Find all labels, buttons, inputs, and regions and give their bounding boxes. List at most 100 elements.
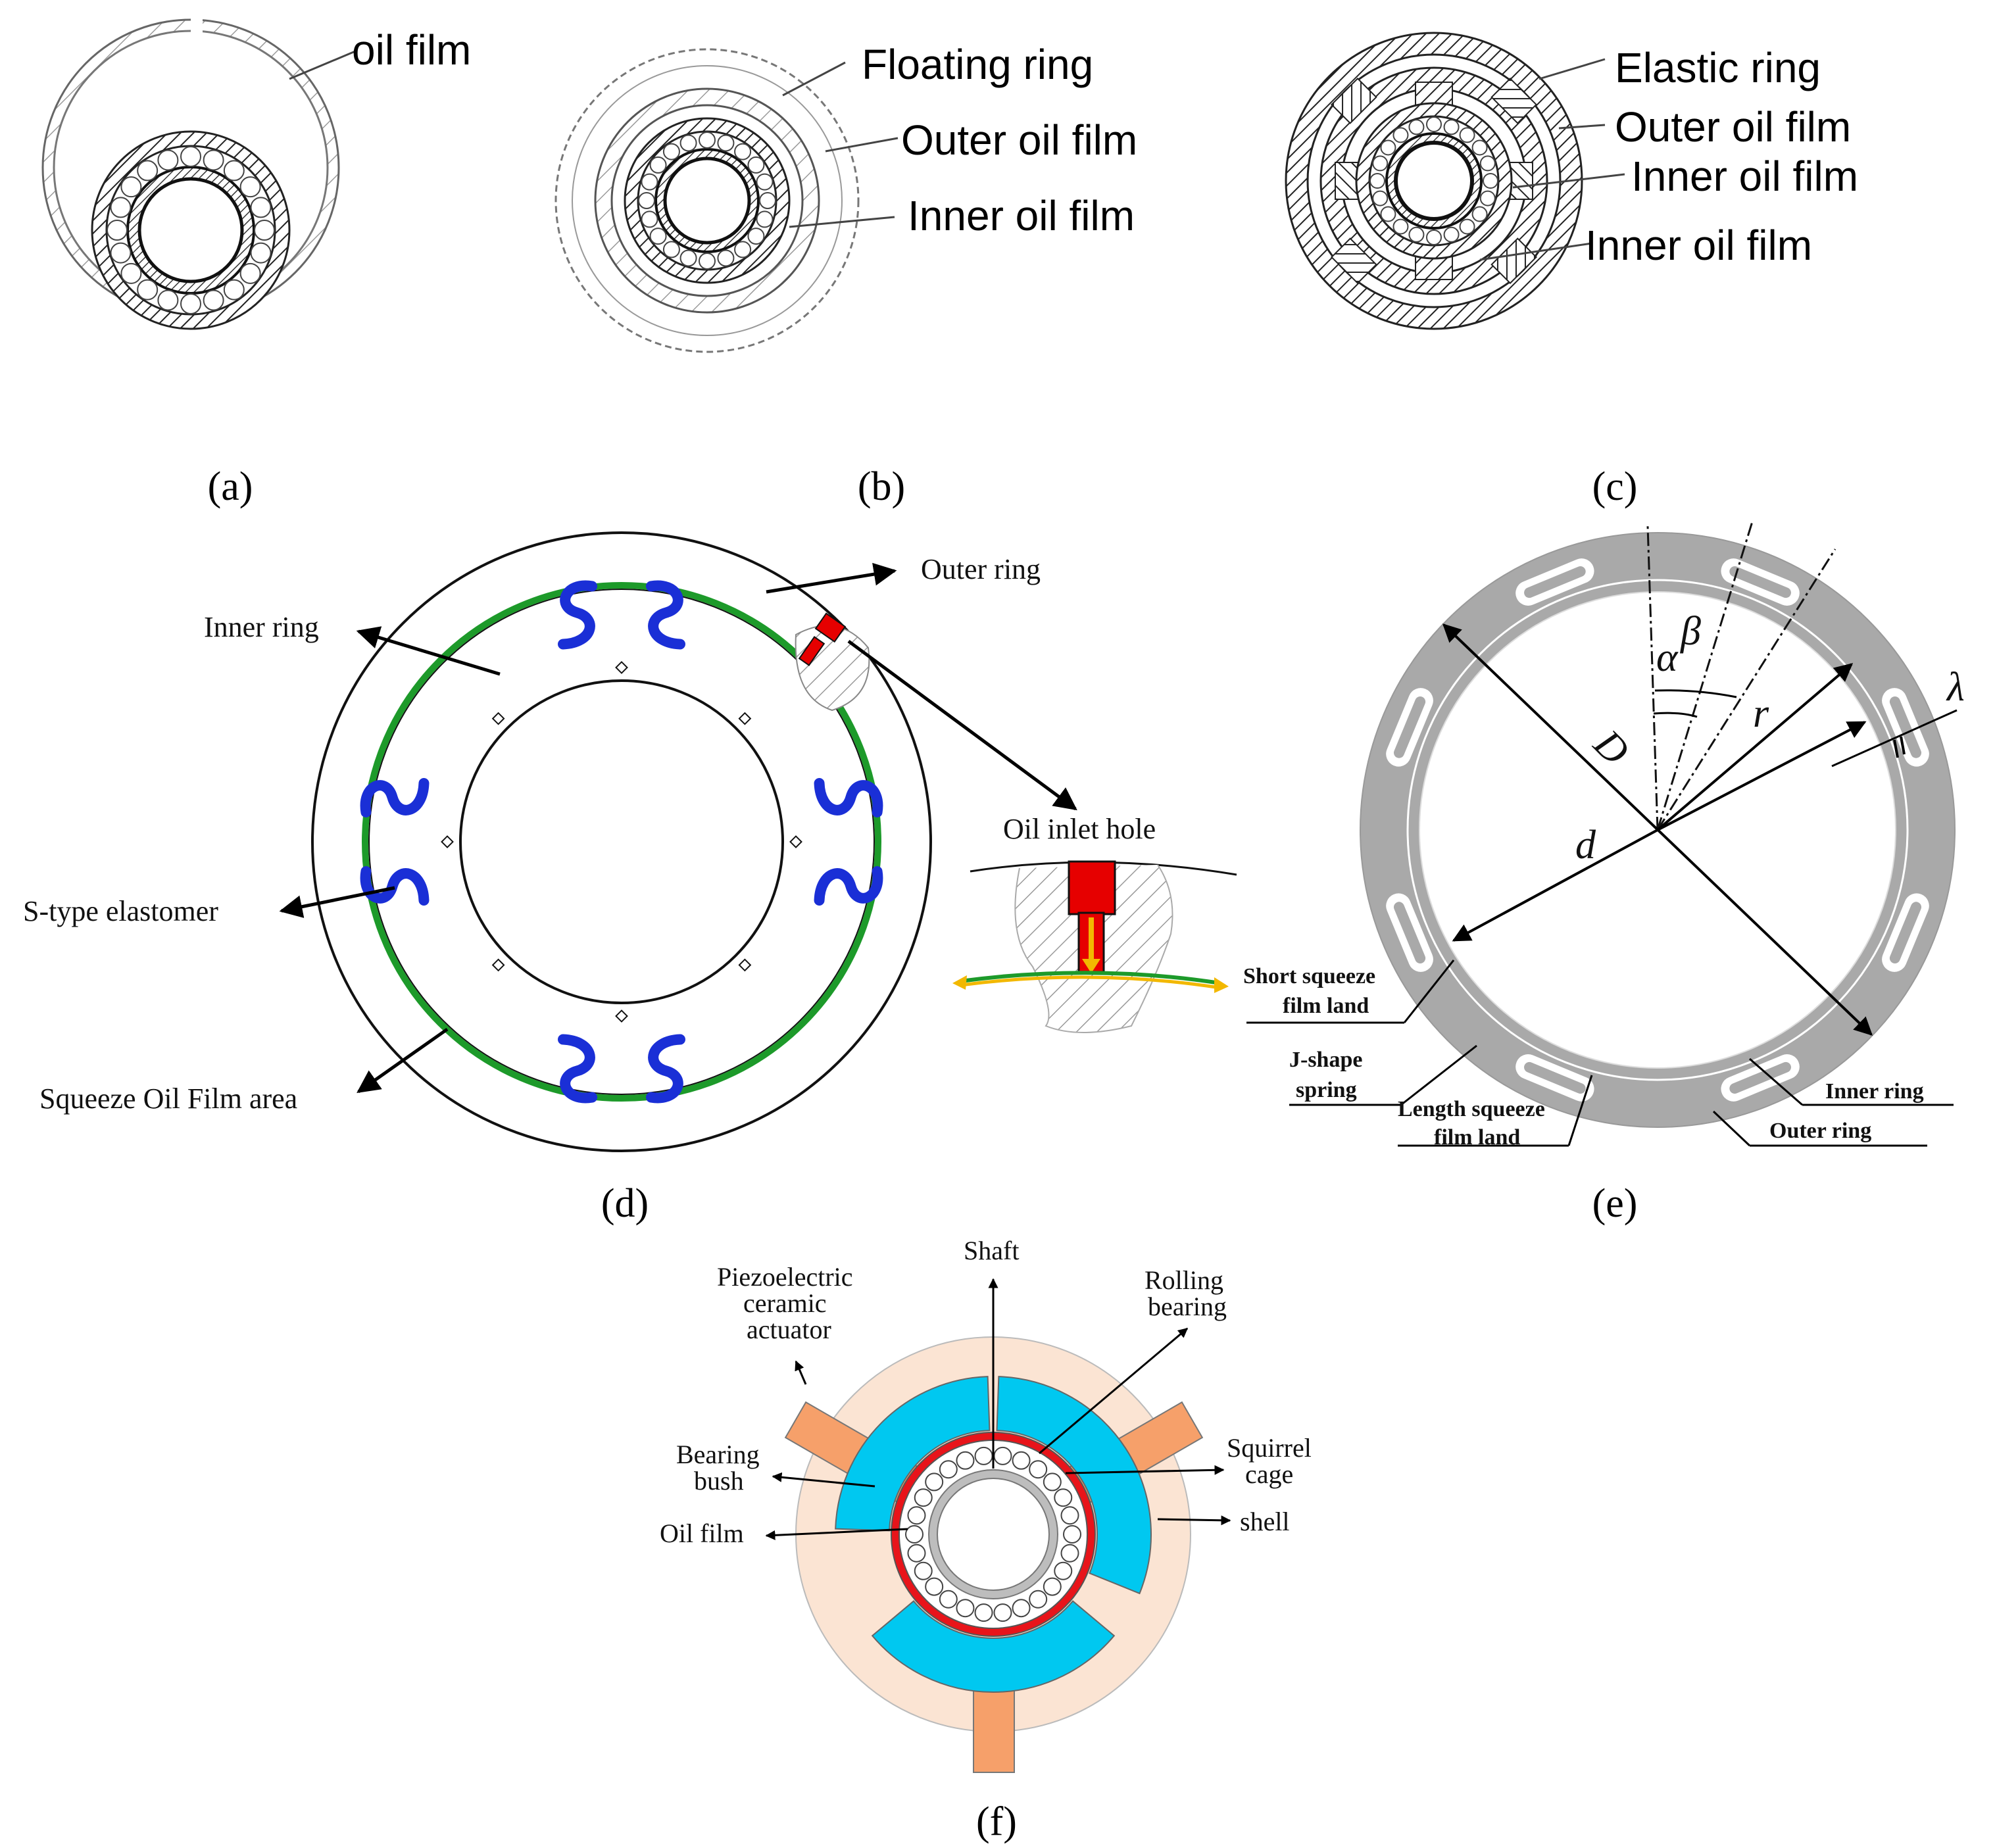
roller	[1063, 1525, 1081, 1544]
symbol-alpha: α	[1656, 635, 1679, 680]
oil-hole	[491, 958, 505, 972]
roller	[993, 1603, 1012, 1622]
s-elastomer	[360, 865, 430, 906]
ball	[110, 197, 132, 218]
ball	[747, 228, 765, 245]
caption-f: (f)	[976, 1799, 1017, 1844]
label-oil-film-f: Oil film	[660, 1519, 744, 1548]
lug-outer	[1490, 237, 1537, 284]
j-spring-core	[1393, 902, 1426, 963]
ball	[1369, 173, 1385, 189]
bearing-bush-segments	[835, 1376, 1152, 1693]
ball	[120, 176, 142, 198]
rolling-elements-b	[638, 132, 776, 270]
label-length-squeeze-1: Length squeeze	[1398, 1097, 1545, 1121]
ball	[254, 220, 275, 241]
panel-f: Piezoelectric ceramic actuator Shaft Rol…	[660, 1236, 1312, 1844]
ball	[157, 289, 179, 311]
roller	[925, 1472, 944, 1492]
ball	[717, 134, 735, 152]
ball	[734, 241, 752, 258]
lug-outer	[1490, 78, 1537, 124]
ball	[137, 160, 159, 182]
ball	[1459, 127, 1475, 143]
label-bush-2: bush	[694, 1466, 744, 1495]
panel-b: Floating ring Outer oil film Inner oil f…	[554, 41, 1137, 509]
ball	[1426, 116, 1442, 132]
label-s-type-elastomer: S-type elastomer	[23, 895, 218, 927]
oil-hole	[491, 712, 505, 725]
label-outer-ring-e: Outer ring	[1769, 1119, 1871, 1143]
roller	[1060, 1506, 1079, 1525]
panel-a: oil film (a)	[41, 14, 471, 509]
ball	[239, 262, 261, 284]
ball	[1471, 206, 1488, 222]
label-piezo-2: ceramic	[743, 1288, 827, 1318]
label-bush-1: Bearing	[676, 1440, 760, 1469]
label-piezo-1: Piezoelectric	[717, 1262, 853, 1292]
oil-hole	[738, 712, 752, 725]
symbol-r: r	[1753, 691, 1769, 736]
ball	[1372, 190, 1389, 207]
ball	[110, 242, 132, 264]
ball	[679, 134, 697, 152]
label-rolling-1: Rolling	[1145, 1265, 1223, 1295]
ball	[641, 210, 658, 228]
label-j-shape-1: J-shape	[1289, 1048, 1362, 1072]
label-oil-inlet-hole: Oil inlet hole	[1003, 813, 1156, 845]
roller	[907, 1506, 926, 1525]
ball	[649, 228, 667, 245]
bush-segment	[835, 1376, 991, 1532]
roller	[905, 1525, 924, 1544]
label-outer-oil-film-c: Outer oil film	[1615, 103, 1851, 151]
label-shaft: Shaft	[964, 1236, 1019, 1265]
panel-d: Outer ring Inner ring Oil inlet hole S-t…	[23, 531, 1237, 1226]
caption-d: (d)	[601, 1181, 649, 1226]
s-elastomer	[645, 1034, 685, 1104]
ball	[180, 293, 201, 314]
ball	[1426, 230, 1442, 245]
ball	[107, 220, 128, 241]
ball	[120, 262, 142, 284]
ball	[1443, 119, 1460, 135]
s-elastomer	[558, 1034, 598, 1104]
roller	[1043, 1472, 1062, 1492]
roller	[1054, 1561, 1073, 1580]
roller	[1043, 1577, 1062, 1596]
ball	[717, 249, 735, 267]
label-inner-oil-film-c1: Inner oil film	[1631, 153, 1858, 200]
label-short-squeeze-2: film land	[1283, 994, 1369, 1018]
ball	[1372, 155, 1389, 172]
label-j-shape-2: spring	[1296, 1078, 1357, 1102]
elastic-ring-lugs	[1331, 78, 1537, 284]
s-type-elastomers	[360, 580, 883, 1104]
ball	[223, 160, 245, 182]
ball	[1380, 206, 1396, 222]
ball	[1479, 155, 1496, 172]
label-rolling-2: bearing	[1148, 1292, 1227, 1321]
ball	[1392, 127, 1409, 143]
roller	[974, 1603, 993, 1622]
ball	[157, 149, 179, 171]
ball	[638, 192, 655, 209]
oil-hole	[738, 958, 752, 972]
ball	[1392, 218, 1409, 235]
roller	[939, 1590, 958, 1609]
roller	[974, 1446, 993, 1465]
label-inner-oil-film-b: Inner oil film	[908, 192, 1135, 239]
ball	[250, 242, 272, 264]
j-spring-core	[1889, 696, 1922, 758]
ball	[223, 279, 245, 301]
label-squeeze-oil-film-area: Squeeze Oil Film area	[39, 1082, 297, 1115]
ball	[203, 289, 224, 311]
roller	[914, 1561, 933, 1580]
ball	[1443, 226, 1460, 243]
s-elastomer	[360, 778, 430, 818]
caption-c: (c)	[1592, 464, 1638, 509]
label-shell: shell	[1240, 1507, 1290, 1536]
ball	[1380, 139, 1396, 156]
label-short-squeeze-1: Short squeeze	[1243, 964, 1375, 988]
label-oil-film: oil film	[352, 26, 471, 74]
symbol-lambda: λ	[1946, 665, 1965, 710]
j-spring-core	[1524, 566, 1586, 598]
